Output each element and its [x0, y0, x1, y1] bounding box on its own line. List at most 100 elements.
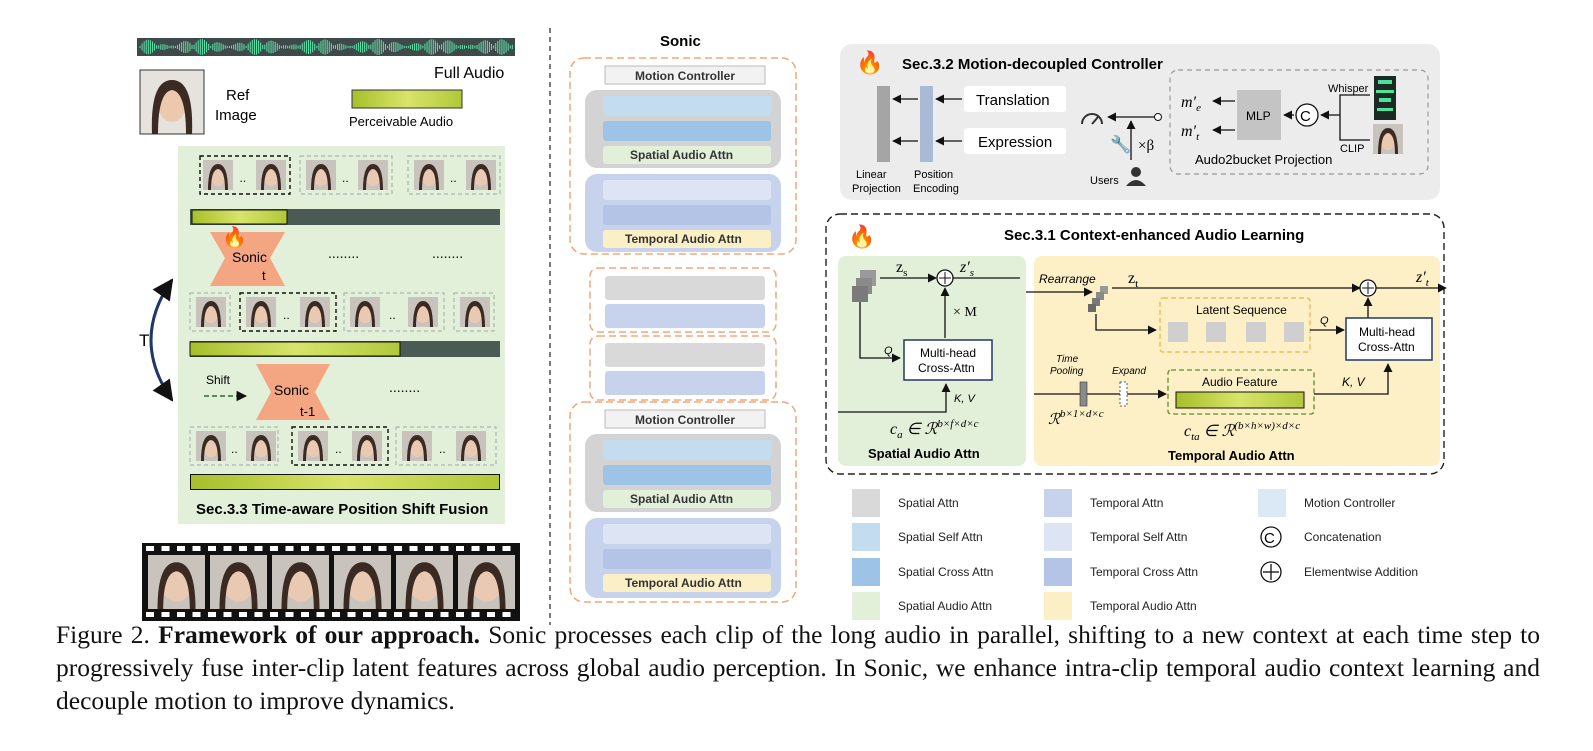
- zs-sub: s: [903, 267, 907, 279]
- legend-label: Spatial Attn: [898, 496, 959, 510]
- legend-entry: Temporal Self Attn: [1044, 523, 1187, 551]
- mt-sub: t: [1196, 131, 1200, 143]
- zs-prime-sub: s: [970, 267, 974, 279]
- svg-text:z′t: z′t: [1415, 269, 1430, 289]
- mlp-label: MLP: [1246, 109, 1271, 123]
- kv2-label: K, V: [1342, 375, 1366, 389]
- wrench-icon: 🔧: [1110, 134, 1131, 154]
- frame-thumbnail: [414, 160, 444, 190]
- mt-label: m′: [1181, 123, 1197, 140]
- concat-icon: [1295, 103, 1319, 127]
- times-m-label: × M: [953, 305, 977, 320]
- rearrange-label: Rearrange: [1039, 272, 1096, 286]
- full-audio-waveform: [137, 38, 515, 56]
- ca-label: c: [890, 421, 897, 438]
- zs-label: z: [896, 259, 903, 276]
- zs-prime-label: z′: [959, 259, 970, 276]
- frame-thumbnail: [256, 160, 286, 190]
- time-pooling-2: Pooling: [1050, 366, 1084, 377]
- cta-sub: ta: [1191, 431, 1200, 443]
- legend-label: Temporal Attn: [1090, 496, 1163, 510]
- frame-thumbnail: [300, 297, 330, 327]
- frame-thumbnail: [460, 297, 490, 327]
- ca-sup: b×f×d×c: [937, 418, 978, 430]
- linear-projection-1: Linear: [856, 169, 887, 181]
- linear-projection-2: Projection: [852, 183, 901, 195]
- ca-sub: a: [897, 429, 903, 441]
- legend-label: Concatenation: [1304, 530, 1381, 544]
- svg-text:z′s: z′s: [959, 259, 974, 279]
- svg-text:zt: zt: [1128, 270, 1138, 290]
- legend-entry: Temporal Cross Attn: [1044, 558, 1198, 586]
- q2-label: Q: [1320, 315, 1329, 327]
- motion-section-title: Sec.3.2 Motion-decoupled Controller: [902, 56, 1163, 73]
- mhca2-line2: Cross-Attn: [1358, 340, 1415, 354]
- zt-label: z: [1128, 270, 1135, 287]
- cta-label: c: [1184, 423, 1191, 440]
- zt-prime-label: z′: [1415, 269, 1426, 286]
- users-label: Users: [1090, 175, 1119, 187]
- frame-ellipsis: ..: [450, 171, 457, 185]
- figure-caption: Figure 2. Framework of our approach. Son…: [56, 618, 1540, 717]
- temporal-audio-label-1: Temporal Audio Attn: [625, 232, 742, 246]
- mhca2-line1: Multi-head: [1359, 325, 1415, 339]
- frame-thumbnail: [350, 297, 380, 327]
- whisper-label: Whisper: [1328, 83, 1369, 95]
- caption-prefix: Figure 2.: [56, 620, 150, 649]
- sonic-t1-step: t-1: [300, 404, 315, 419]
- svg-text:zs: zs: [896, 259, 907, 279]
- frame-ellipsis: ..: [335, 442, 342, 456]
- perceivable-audio-bar: [351, 89, 463, 109]
- sonic-title: Sonic: [660, 33, 701, 50]
- legend-entry: Spatial Audio Attn: [852, 592, 992, 620]
- full-audio-label: Full Audio: [434, 65, 504, 82]
- legend-entry: Spatial Self Attn: [852, 523, 983, 551]
- gauge-icon: [1081, 113, 1103, 125]
- frame-thumbnail: [352, 431, 382, 461]
- whisper-spectrogram: [1374, 76, 1396, 120]
- legend-label: Motion Controller: [1304, 496, 1395, 510]
- spatial-attn-title: Spatial Audio Attn: [868, 446, 980, 461]
- svg-text:m′t: m′t: [1181, 123, 1200, 143]
- sonic-t-label: Sonic: [232, 249, 267, 265]
- projection-label: Audo2bucket Projection: [1195, 152, 1332, 167]
- loop-label: T: [139, 331, 149, 350]
- legend-label: Temporal Cross Attn: [1090, 565, 1198, 579]
- dots-1: ........: [328, 245, 359, 261]
- context-section-title: Sec.3.1 Context-enhanced Audio Learning: [1004, 227, 1304, 244]
- position-encoding-1: Position: [914, 169, 953, 181]
- frame-thumbnail: [298, 431, 328, 461]
- zt-prime-sub: t: [1426, 277, 1430, 289]
- ref-image: [139, 69, 205, 135]
- frame-ellipsis: ..: [342, 171, 349, 185]
- shift-label: Shift: [206, 373, 231, 387]
- legend-label: Elementwise Addition: [1304, 565, 1418, 579]
- legend-entry: Elementwise Addition: [1260, 561, 1418, 583]
- position-shift-panel: [178, 146, 505, 524]
- output-frame: [458, 555, 515, 609]
- dots-3: ........: [389, 379, 420, 395]
- caption-bold: Framework of our approach.: [158, 620, 481, 649]
- temporal-audio-label-2: Temporal Audio Attn: [625, 576, 742, 590]
- svg-text:C: C: [1264, 530, 1275, 547]
- concat-symbol: C: [1300, 108, 1311, 125]
- middle-panel: Sonic Motion Controller Spatial Audio At…: [569, 33, 797, 603]
- legend-label: Spatial Self Attn: [898, 530, 983, 544]
- svg-text:cta ∈ ℛ(b×h×w)×d×c: cta ∈ ℛ(b×h×w)×d×c: [1184, 420, 1300, 443]
- frame-thumbnail: [196, 431, 226, 461]
- output-frame: [210, 555, 267, 609]
- cta-rest: ∈ ℛ: [1200, 423, 1236, 440]
- context-enhanced-section: 🔥 Sec.3.1 Context-enhanced Audio Learnin…: [825, 213, 1447, 475]
- sonic-t1-label: Sonic: [274, 382, 309, 398]
- position-shift-title: Sec.3.3 Time-aware Position Shift Fusion: [196, 501, 488, 518]
- me-sub: e: [1196, 102, 1201, 114]
- pool-shape-main: ℛ: [1048, 412, 1061, 428]
- frame-thumbnail: [246, 297, 276, 327]
- legend-label: Temporal Audio Attn: [1090, 599, 1197, 613]
- frame-thumbnail: [196, 297, 226, 327]
- frame-thumbnail: [358, 160, 388, 190]
- me-label: m′: [1181, 94, 1197, 111]
- user-icon: [1126, 167, 1146, 186]
- output-frame: [272, 555, 329, 609]
